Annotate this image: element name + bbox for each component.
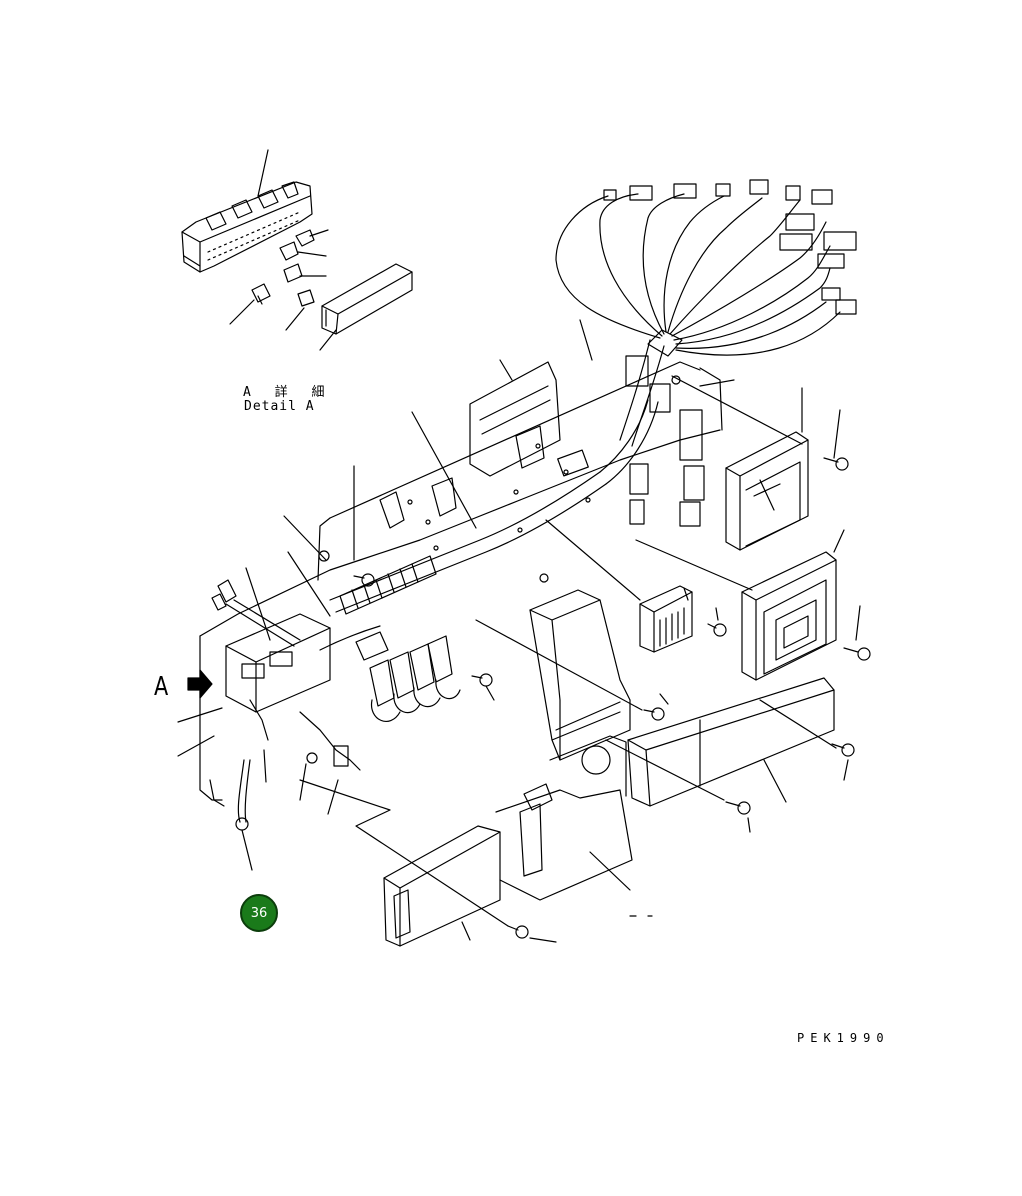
relay-row <box>355 631 461 722</box>
duct-vertical <box>529 589 631 761</box>
duct-front <box>383 735 633 947</box>
fuse-strip <box>339 555 437 615</box>
detail-a-label-jp: A 詳 細 <box>243 385 333 400</box>
leader-lines <box>177 319 861 943</box>
controller-box-lower <box>741 551 837 681</box>
wire-loom-top <box>555 193 841 447</box>
detail-a-cover <box>321 263 413 335</box>
duct-long-right <box>627 677 835 807</box>
page-number-text: 36 <box>250 905 268 921</box>
main-frame <box>199 361 723 807</box>
left-bracket-assembly <box>211 579 361 831</box>
bolts <box>318 375 871 939</box>
page-number-badge[interactable]: 36 <box>240 894 278 932</box>
view-a-marker: A <box>154 672 169 702</box>
detail-a-connector-block <box>181 181 313 273</box>
controller-box-upper <box>725 431 809 551</box>
wire-connectors-top <box>603 179 857 357</box>
view-a-arrow-icon <box>187 669 213 699</box>
relay-module <box>639 585 693 653</box>
detail-a-leaders <box>229 149 337 351</box>
detail-a-label-en: Detail A <box>244 399 315 414</box>
drawing-code: PEK1990 <box>797 1031 890 1045</box>
